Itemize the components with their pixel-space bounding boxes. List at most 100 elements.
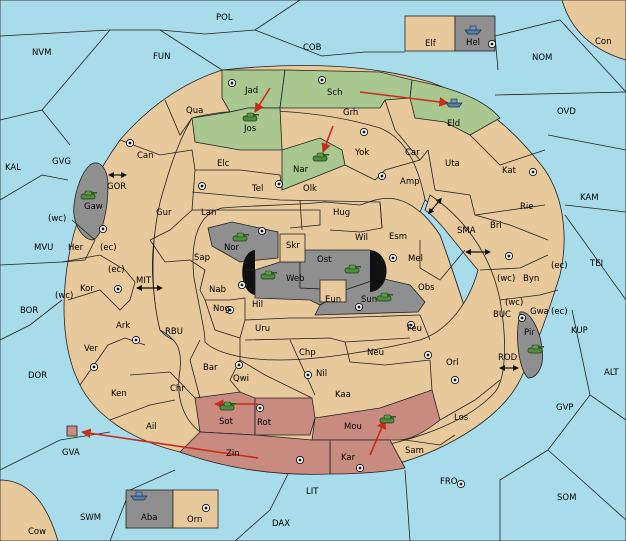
label-olk: Olk xyxy=(303,184,317,194)
canal-markers xyxy=(108,172,519,371)
label-ost: Ost xyxy=(317,255,332,265)
label-tei: TEI xyxy=(589,259,603,269)
label-orl: Orl xyxy=(446,358,459,368)
label-sma: SMA xyxy=(457,226,476,236)
movement-orders xyxy=(81,87,449,459)
label-bri: Bri xyxy=(490,221,502,231)
label-nil: Nil xyxy=(316,369,327,379)
label-ark: Ark xyxy=(116,321,130,331)
map-labels: POL NVM FUN COB NOM Con Elf Hel OVD KAL … xyxy=(5,13,619,537)
coast-byn-ec: (ec) xyxy=(551,261,568,271)
label-bor: BOR xyxy=(20,306,38,316)
label-web: Web xyxy=(286,274,305,284)
label-con: Con xyxy=(595,37,612,47)
label-eld: Eld xyxy=(447,119,460,129)
label-elf: Elf xyxy=(425,39,437,49)
label-kam: KAM xyxy=(580,193,599,203)
label-rbu: RBU xyxy=(165,327,183,337)
rose-kar[interactable] xyxy=(329,439,406,475)
label-kar: Kar xyxy=(341,453,356,463)
label-fro: FRO xyxy=(440,477,458,487)
label-car: Car xyxy=(405,148,420,158)
label-chp: Chp xyxy=(299,348,316,358)
label-eun: Eun xyxy=(325,295,341,305)
label-aba: Aba xyxy=(141,513,157,523)
label-kaa: Kaa xyxy=(335,390,351,400)
coast-her-wc: (wc) xyxy=(48,214,66,224)
label-fun: FUN xyxy=(153,52,170,62)
label-kor: Kor xyxy=(80,284,94,294)
label-sot: Sot xyxy=(219,417,234,427)
label-wil: Wil xyxy=(355,233,368,243)
label-nom: NOM xyxy=(532,53,552,63)
label-buc: BUC xyxy=(493,310,511,320)
label-los: Los xyxy=(454,413,469,423)
label-uru: Uru xyxy=(255,324,270,334)
label-hug: Hug xyxy=(333,208,350,218)
label-obs: Obs xyxy=(418,283,435,293)
label-nab: Nab xyxy=(209,285,226,295)
black-right xyxy=(370,250,387,292)
rose-rot[interactable] xyxy=(254,397,316,436)
coast-gwa-ec: (ec) xyxy=(551,307,568,317)
label-uta: Uta xyxy=(445,159,460,169)
label-byn: Byn xyxy=(523,274,539,284)
label-qwi: Qwi xyxy=(233,374,249,384)
label-sam: Sam xyxy=(405,446,424,456)
label-orn: Orn xyxy=(187,515,202,525)
label-amp: Amp xyxy=(400,177,420,187)
label-gur: Gur xyxy=(156,208,172,218)
label-zin: Zin xyxy=(226,449,240,459)
green-jos[interactable] xyxy=(191,107,283,151)
label-gvp: GVP xyxy=(556,403,574,413)
label-dor: DOR xyxy=(28,371,47,381)
label-pol: POL xyxy=(216,13,233,23)
label-gvg: GVG xyxy=(52,157,71,167)
label-feu: Feu xyxy=(407,324,422,334)
label-ken: Ken xyxy=(111,389,127,399)
province-borders xyxy=(61,99,559,446)
label-bar: Bar xyxy=(203,363,218,373)
coast-her-ec: (ec) xyxy=(100,243,117,253)
label-nor: Nor xyxy=(224,243,240,253)
label-hel: Hel xyxy=(466,38,480,48)
coast-gwa-wc: (wc) xyxy=(505,298,523,308)
green-sch[interactable] xyxy=(279,69,413,109)
label-dax: DAX xyxy=(272,519,290,529)
label-sun: Sun xyxy=(361,295,377,305)
coast-byn-wc: (wc) xyxy=(497,274,515,284)
label-sch: Sch xyxy=(327,88,342,98)
label-gva: GVA xyxy=(62,448,80,458)
coast-kor-ec: (ec) xyxy=(108,265,125,275)
label-ovd: OVD xyxy=(557,107,576,117)
label-gor: GOR xyxy=(107,182,126,192)
label-kup: KUP xyxy=(571,326,588,336)
label-swm: SWM xyxy=(80,513,101,523)
label-pir: Pir xyxy=(524,328,535,338)
label-jad: Jad xyxy=(244,86,258,96)
label-yok: Yok xyxy=(354,148,369,158)
grey-eun[interactable] xyxy=(319,279,347,303)
label-her: Her xyxy=(68,243,84,253)
rose-sot[interactable] xyxy=(194,391,256,436)
gva-province[interactable] xyxy=(66,425,78,437)
grey-skr[interactable] xyxy=(279,233,306,263)
label-mvu: MVU xyxy=(34,243,53,253)
label-mou: Mou xyxy=(344,422,362,432)
green-eld[interactable] xyxy=(409,79,501,136)
label-hil: Hil xyxy=(252,300,263,310)
grey-gaw[interactable] xyxy=(73,162,109,241)
label-tel: Tel xyxy=(251,184,263,194)
label-mit: MIT xyxy=(136,276,152,286)
coast-kor-wc: (wc) xyxy=(55,291,73,301)
rose-zin[interactable] xyxy=(179,431,331,475)
label-som: SOM xyxy=(557,493,576,503)
label-gaw: Gaw xyxy=(84,202,103,212)
label-grh: Grh xyxy=(343,108,358,118)
label-jos: Jos xyxy=(243,124,257,134)
label-rie: Rie xyxy=(520,202,534,212)
label-lan: Lan xyxy=(201,208,216,218)
grey-pir[interactable] xyxy=(517,311,543,379)
